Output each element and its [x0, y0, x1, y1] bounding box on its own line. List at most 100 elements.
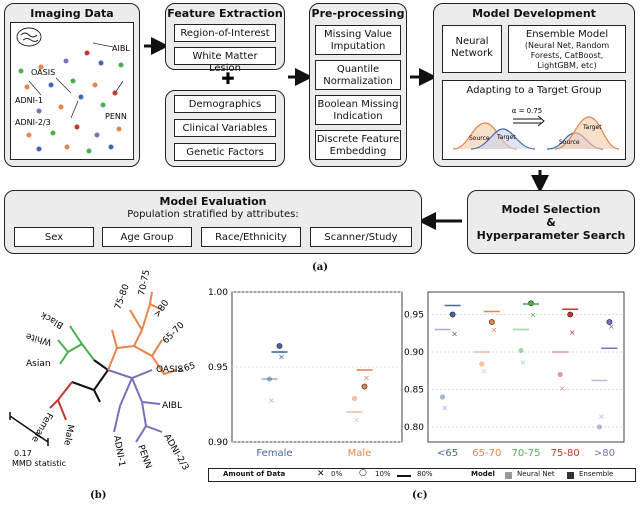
chart-0-ytick: 0.90 [208, 438, 228, 448]
ensemble-detail: (Neural Net, Random Forests, CatBoost, L… [524, 41, 610, 70]
leaf-asian: Asian [26, 359, 51, 369]
adapt-title: Adapting to a Target Group [466, 85, 602, 96]
attr-age-box: Age Group [102, 227, 192, 247]
embedding-label: Discrete Feature Embedding [316, 134, 400, 157]
alpha-label: α = 0.75 [512, 107, 543, 115]
genetic-factors-box: Genetic Factors [174, 143, 276, 161]
leaf-male: Male [61, 423, 75, 446]
preprocessing-panel: Pre-processing Missing Value Imputation … [309, 3, 407, 167]
leaf-oasis: OASIS [156, 365, 183, 375]
leaf-adni1: ADNI-1 [111, 435, 126, 468]
legend-model-0: Neural Net [517, 470, 555, 478]
chart-1-xtick: 75-80 [551, 448, 580, 459]
leaf-65-70: 65-70 [161, 320, 187, 346]
data-point-circle [567, 311, 574, 318]
site-label-adni23: ADNI-2/3 [15, 118, 51, 127]
data-point-x: × [530, 311, 537, 320]
data-point-circle [557, 371, 563, 378]
chart-0-ytick: 1.00 [208, 288, 228, 298]
legend-model-title: Model [471, 470, 495, 478]
normalization-label: Quantile Normalization [323, 64, 393, 87]
clinical-variables-label: Clinical Variables [182, 123, 268, 134]
leaf-female: Female [29, 411, 54, 445]
data-point-x: × [569, 328, 576, 337]
legend-circle-icon: ○ [359, 468, 367, 478]
legend-model-1: Ensemble [579, 470, 614, 478]
site-dots [18, 50, 124, 154]
data-point-x: × [559, 384, 566, 393]
chart-1-frame [427, 291, 625, 443]
chart-1-xtick: <65 [437, 448, 458, 459]
data-point-x: × [480, 367, 487, 376]
imaging-sites-map: AIBL OASIS ADNI-1 ADNI-2/3 PENN [10, 22, 134, 160]
neural-network-label: Neural Network [451, 36, 493, 59]
data-point-x: × [490, 326, 497, 335]
legend-amount-1: 10% [375, 470, 391, 478]
leaf-white: White [24, 330, 52, 347]
legend-amount-0: 0% [331, 470, 343, 478]
legend: Amount of Data ✕ 0% ○ 10% 80% Model Neur… [208, 468, 636, 482]
site-label-oasis: OASIS [31, 68, 55, 77]
leaf-gt80: >80 [152, 298, 171, 320]
clinical-panel: Demographics Clinical Variables Genetic … [165, 90, 285, 167]
legend-amount-title: Amount of Data [223, 470, 286, 478]
legend-ensemble-swatch [567, 472, 574, 479]
clinical-variables-box: Clinical Variables [174, 119, 276, 137]
demographics-box: Demographics [174, 95, 276, 113]
model-selection-line2: & [546, 216, 556, 229]
data-point-x: × [363, 374, 370, 383]
attr-sex-label: Sex [44, 232, 64, 243]
genetic-factors-label: Genetic Factors [186, 147, 264, 158]
data-point-circle [351, 395, 358, 402]
chart-0-ytick: 0.95 [208, 363, 228, 373]
label-c: (c) [412, 490, 428, 501]
attr-scanner-box: Scanner/Study [310, 227, 412, 247]
scale-value: 0.17 [14, 449, 32, 458]
ensemble-title: Ensemble Model [525, 29, 609, 40]
data-point-circle [606, 319, 613, 325]
data-point-circle [518, 347, 524, 354]
attr-race-label: Race/Ethnicity [215, 232, 287, 243]
label-a: (a) [312, 262, 328, 273]
attr-age-label: Age Group [120, 232, 174, 243]
imaging-data-title: Imaging Data [30, 7, 114, 20]
chart-1-ytick: 0.95 [404, 311, 424, 321]
data-point-circle [440, 394, 446, 400]
leaf-black: Black [39, 309, 66, 330]
data-point-circle [361, 383, 368, 390]
target-label-left: Target [496, 134, 516, 141]
ensemble-model-box: Ensemble Model (Neural Net, Random Fores… [508, 25, 626, 73]
scale-label: MMD statistic [12, 459, 66, 468]
roi-box: Region-of-Interest [174, 24, 276, 42]
imputation-box: Missing Value Imputation [315, 25, 401, 55]
chart-1-ytick: 0.80 [404, 423, 424, 433]
domain-adaptation-box: Adapting to a Target Group Source Target… [442, 80, 626, 160]
imputation-label: Missing Value Imputation [324, 29, 392, 52]
missing-indication-label: Boolean Missing Indication [317, 99, 399, 122]
chart-1-xtick: 65-70 [472, 448, 501, 459]
data-point-x: × [598, 412, 605, 421]
model-selection-line3: Hyperparameter Search [476, 229, 626, 242]
legend-line-icon [397, 475, 411, 477]
wml-label: White Matter Lesion [192, 51, 258, 74]
legend-x-icon: ✕ [317, 469, 325, 479]
chart-1-ytick: 0.90 [404, 348, 424, 358]
chart-0-xtick: Female [256, 448, 292, 459]
feature-extraction-title: Feature Extraction [167, 7, 283, 20]
chart-0-xtick: Male [348, 448, 372, 459]
data-point-circle [276, 343, 283, 349]
data-point-x: × [608, 322, 615, 331]
attr-race-box: Race/Ethnicity [201, 227, 301, 247]
data-point-x: × [268, 396, 275, 405]
chart-1-xtick: 70-75 [511, 448, 540, 459]
data-point-x: × [520, 358, 527, 367]
data-point-x: × [441, 404, 448, 413]
site-label-aibl: AIBL [112, 44, 130, 53]
target-label-right: Target [582, 124, 602, 131]
data-point-x: × [278, 353, 285, 362]
embedding-box: Discrete Feature Embedding [315, 130, 401, 160]
legend-amount-2: 80% [417, 470, 433, 478]
model-evaluation-panel: Model Evaluation Population stratified b… [4, 190, 422, 254]
chart-1-xtick: >80 [594, 448, 615, 459]
model-development-title: Model Development [472, 7, 596, 20]
